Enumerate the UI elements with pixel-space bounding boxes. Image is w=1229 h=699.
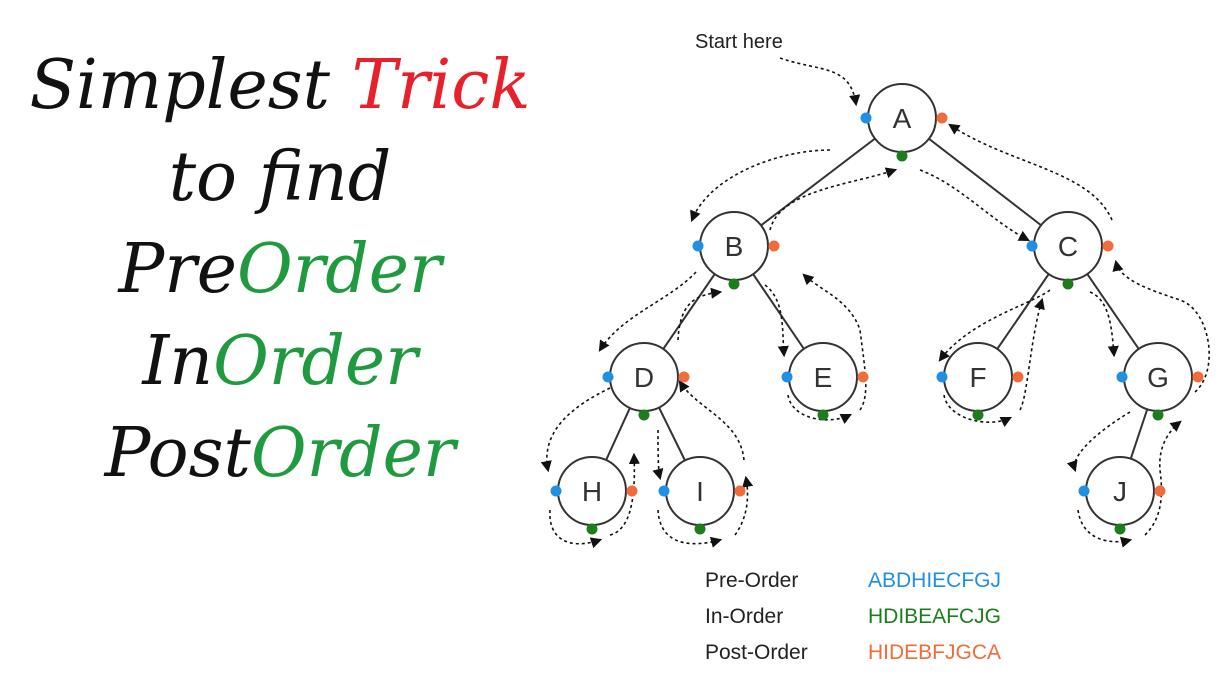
traversal-segment-f-bottom bbox=[943, 394, 1013, 428]
traversal-segment-d-to-h bbox=[540, 387, 611, 473]
title-in: In bbox=[142, 322, 214, 401]
node-label-j: J bbox=[1113, 476, 1127, 507]
traversal-segment-b-to-e bbox=[764, 284, 789, 358]
legend: Pre-Order ABDHIECFGJ In-Order HDIBEAFCJG Pos… bbox=[705, 569, 1001, 664]
edge-a-b bbox=[733, 117, 903, 247]
node-label-f: F bbox=[969, 362, 986, 393]
postorder-dot-j bbox=[1154, 485, 1166, 497]
title-line-2: to find bbox=[168, 138, 392, 217]
traversal-segment-e-to-b bbox=[802, 273, 867, 411]
postorder-dot-f bbox=[1012, 371, 1024, 383]
postorder-dot-c bbox=[1102, 240, 1114, 252]
title-simplest: Simplest bbox=[29, 46, 352, 125]
node-label-c: C bbox=[1058, 231, 1078, 262]
title-pre: Pre bbox=[118, 230, 237, 309]
start-here-label: Start here bbox=[695, 31, 783, 53]
traversal-segment-j-to-g bbox=[1144, 420, 1182, 536]
title-order-1: Order bbox=[236, 230, 442, 309]
traversal-segment-d-to-i bbox=[652, 429, 664, 481]
title-trick: Trick bbox=[351, 46, 531, 125]
binary-tree-diagram: A B C D E F G H I J Start here Pre-Order ABDHIECFG… bbox=[540, 31, 1210, 664]
traversal-segment-d-to-b bbox=[677, 287, 723, 341]
legend-sequence-1: HDIBEAFCJG bbox=[868, 605, 1001, 628]
preorder-dot-j bbox=[1078, 485, 1090, 497]
traversal-segment-c-to-f bbox=[938, 289, 1051, 362]
node-label-a: A bbox=[893, 103, 912, 134]
preorder-dot-e bbox=[781, 371, 793, 383]
title-post: Post bbox=[104, 414, 251, 493]
inorder-dot-e bbox=[817, 409, 829, 421]
traversal-segment-i-up bbox=[734, 475, 754, 536]
postorder-dot-d bbox=[678, 371, 690, 383]
legend-label-2: Post-Order bbox=[705, 641, 808, 664]
node-label-b: B bbox=[725, 231, 744, 262]
traversal-segment-c-to-g bbox=[1089, 291, 1119, 358]
legend-sequence-0: ABDHIECFGJ bbox=[868, 569, 1001, 592]
preorder-dot-i bbox=[658, 485, 670, 497]
legend-label-0: Pre-Order bbox=[705, 569, 798, 592]
traversal-segment-g-to-c bbox=[1112, 259, 1210, 393]
legend-sequence-2: HIDEBFJGCA bbox=[868, 641, 1001, 664]
inorder-dot-a bbox=[896, 150, 908, 162]
traversal-dots bbox=[550, 112, 1204, 535]
title-line-3: PreOrder bbox=[20, 224, 540, 316]
inorder-dot-b bbox=[728, 278, 740, 290]
postorder-dot-a bbox=[936, 112, 948, 124]
inorder-dot-j bbox=[1114, 523, 1126, 535]
inorder-dot-g bbox=[1152, 409, 1164, 421]
preorder-dot-a bbox=[860, 112, 872, 124]
traversal-segment-c-to-a bbox=[948, 123, 1113, 221]
traversal-segment-i-to-d bbox=[678, 380, 745, 461]
inorder-dot-d bbox=[638, 409, 650, 421]
preorder-dot-f bbox=[936, 371, 948, 383]
traversal-segment-i-bottom bbox=[657, 509, 723, 548]
traversal-segment-a-to-b bbox=[690, 149, 831, 223]
traversal-path bbox=[540, 123, 1210, 549]
node-label-h: H bbox=[582, 476, 602, 507]
postorder-dot-e bbox=[857, 371, 869, 383]
inorder-dot-i bbox=[694, 523, 706, 535]
node-label-g: G bbox=[1147, 362, 1169, 393]
inorder-dot-c bbox=[1062, 278, 1074, 290]
tree-edges bbox=[591, 117, 1159, 492]
preorder-dot-c bbox=[1026, 240, 1038, 252]
title-line-1: Simplest Trick bbox=[20, 40, 540, 132]
title-order-2: Order bbox=[213, 322, 418, 401]
inorder-dot-f bbox=[972, 409, 984, 421]
preorder-dot-b bbox=[692, 240, 704, 252]
traversal-segment-e-bottom bbox=[787, 394, 853, 425]
node-label-e: E bbox=[814, 362, 833, 393]
title-line-5: PostOrder bbox=[20, 408, 540, 500]
postorder-dot-g bbox=[1192, 371, 1204, 383]
postorder-dot-h bbox=[626, 485, 638, 497]
preorder-dot-g bbox=[1116, 371, 1128, 383]
postorder-dot-i bbox=[734, 485, 746, 497]
title-order-3: Order bbox=[250, 414, 456, 493]
traversal-segment-a-to-c bbox=[919, 169, 1030, 242]
start-arrow bbox=[779, 57, 861, 107]
traversal-segment-b-to-d bbox=[598, 271, 697, 352]
traversal-segment-f-to-c bbox=[1019, 297, 1045, 411]
title-block: Simplest Trick to find PreOrder InOrder … bbox=[20, 40, 540, 500]
traversal-segment-h-bottom bbox=[549, 509, 603, 549]
inorder-dot-h bbox=[586, 523, 598, 535]
node-label-d: D bbox=[634, 362, 654, 393]
traversal-segment-j-bottom bbox=[1077, 509, 1133, 548]
preorder-dot-d bbox=[602, 371, 614, 383]
traversal-segment-b-to-a bbox=[769, 167, 898, 231]
legend-label-1: In-Order bbox=[705, 605, 783, 628]
postorder-dot-b bbox=[768, 240, 780, 252]
preorder-dot-h bbox=[550, 485, 562, 497]
node-label-i: I bbox=[696, 476, 704, 507]
title-line-4: InOrder bbox=[20, 316, 540, 408]
traversal-segment-g-to-j bbox=[1066, 411, 1131, 473]
